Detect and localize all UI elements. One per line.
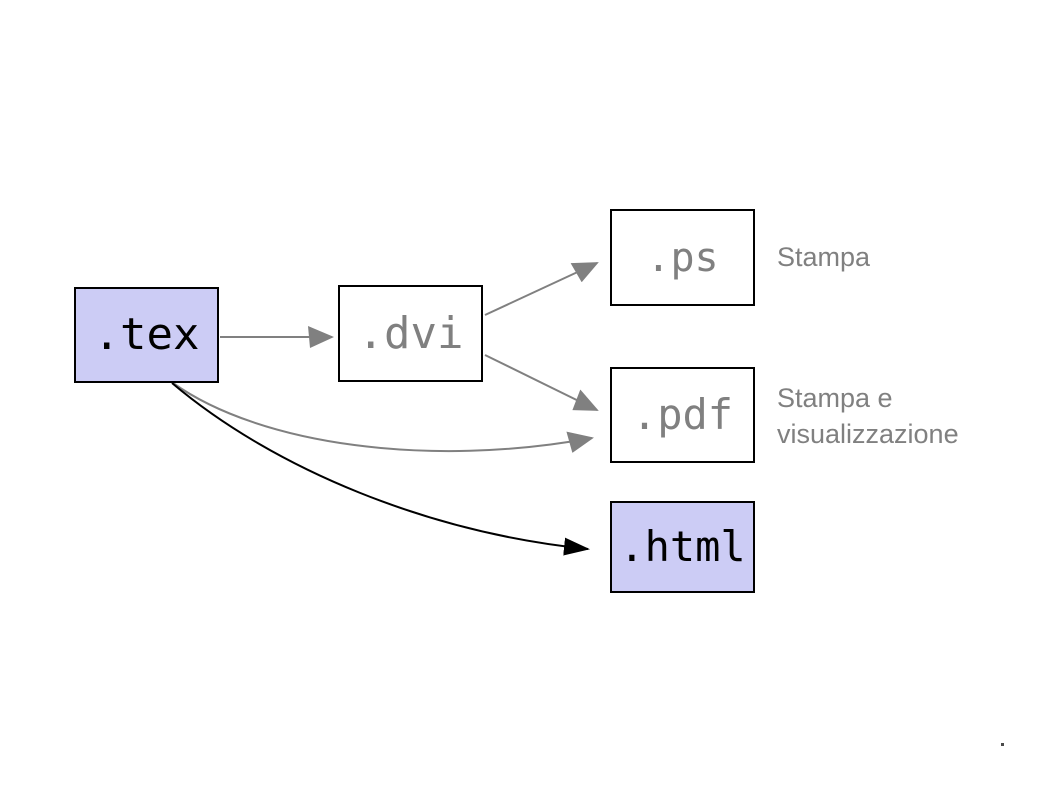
annotation-stampa: Stampa bbox=[777, 242, 871, 272]
node-html[interactable]: .html bbox=[610, 501, 755, 593]
annotation-stampa-e-visualizzazione: Stampa e visualizzazione bbox=[777, 383, 959, 449]
edge-dvi-to-ps bbox=[484, 262, 599, 316]
node-tex[interactable]: .tex bbox=[74, 287, 219, 383]
node-dvi-label: .dvi bbox=[357, 307, 464, 359]
node-tex-label: .tex bbox=[93, 309, 200, 360]
node-pdf-label: .pdf bbox=[631, 390, 734, 439]
node-ps-label: .ps bbox=[646, 234, 719, 281]
node-ps[interactable]: .ps bbox=[610, 209, 755, 306]
page-speck-artifact bbox=[1001, 743, 1004, 746]
edge-dvi-to-pdf bbox=[484, 354, 599, 411]
node-html-label: .html bbox=[619, 522, 746, 571]
node-dvi[interactable]: .dvi bbox=[338, 285, 483, 382]
edge-tex-to-pdf bbox=[172, 382, 594, 453]
edge-tex-to-html bbox=[171, 382, 590, 556]
node-pdf[interactable]: .pdf bbox=[610, 367, 755, 463]
